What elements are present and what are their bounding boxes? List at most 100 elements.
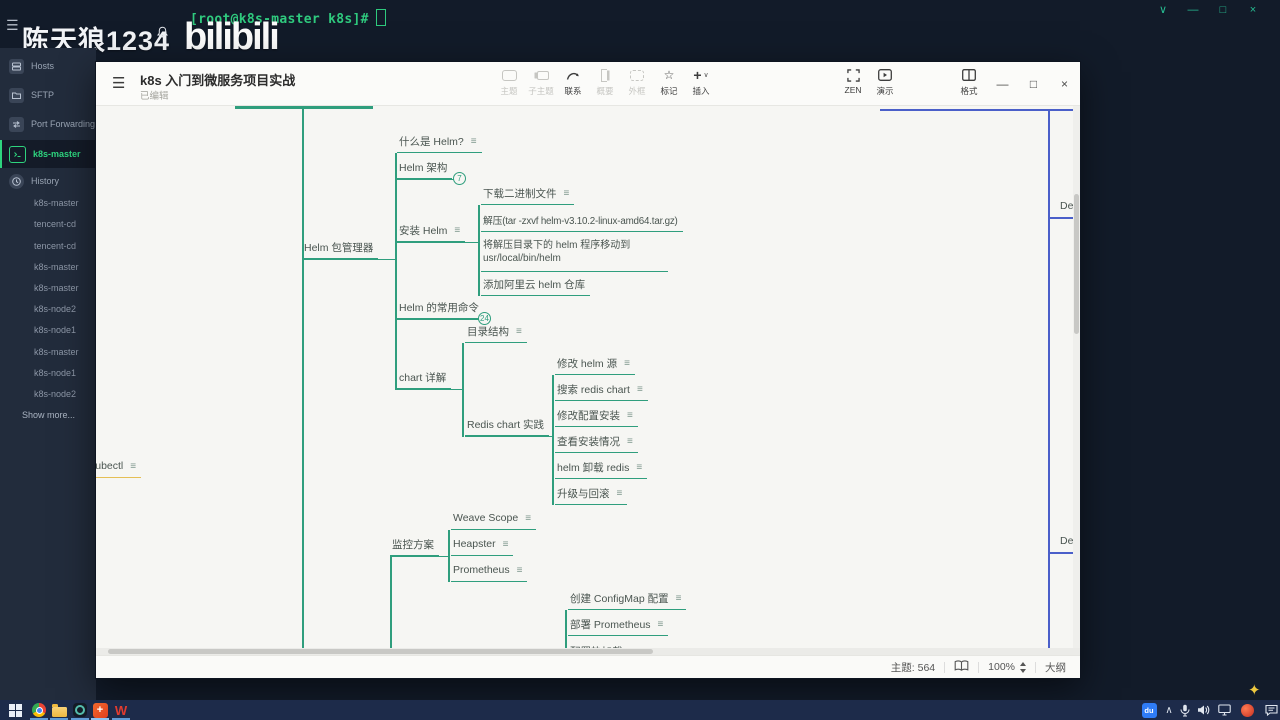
baidu-netdisk-tray-icon[interactable]: du bbox=[1140, 702, 1158, 718]
node-weave-scope[interactable]: Weave Scope≡ bbox=[451, 508, 537, 530]
notes-icon: ≡ bbox=[624, 357, 630, 369]
chrome-icon bbox=[32, 703, 46, 717]
close-button[interactable]: × bbox=[1060, 77, 1068, 91]
summary-button[interactable]: 概要 bbox=[589, 67, 621, 97]
terminal-cursor bbox=[375, 9, 386, 26]
boundary-button[interactable]: 外框 bbox=[621, 67, 653, 97]
sidebar-item-hosts[interactable]: Hosts bbox=[0, 53, 96, 79]
collapsed-count-badge[interactable]: 7 bbox=[453, 172, 466, 185]
start-button[interactable] bbox=[6, 702, 24, 718]
terminal-maximize-button[interactable]: □ bbox=[1219, 3, 1227, 16]
sparkle-icon: ✦ bbox=[1248, 682, 1261, 699]
microphone-tray-icon[interactable] bbox=[1176, 702, 1194, 718]
present-button[interactable]: 演示 bbox=[869, 67, 901, 97]
xmind-taskbar-icon[interactable]: + bbox=[91, 702, 109, 718]
marker-star-icon: ☆ bbox=[663, 68, 675, 82]
node-install-helm[interactable]: 安装 Helm≡ bbox=[397, 220, 466, 242]
connector-line bbox=[552, 375, 554, 505]
node-modify-helm-source[interactable]: 修改 helm 源≡ bbox=[555, 353, 635, 375]
node-heapster[interactable]: Heapster≡ bbox=[451, 534, 514, 556]
maximize-button[interactable]: □ bbox=[1029, 77, 1038, 91]
hosts-icon bbox=[9, 58, 24, 74]
zen-mode-button[interactable]: ZEN bbox=[837, 67, 869, 97]
format-button[interactable]: 格式 bbox=[953, 67, 985, 97]
zoom-in-icon[interactable] bbox=[1020, 661, 1026, 666]
node-common-commands[interactable]: Helm 的常用命令 bbox=[397, 297, 484, 319]
notes-icon: ≡ bbox=[616, 487, 623, 499]
terminal-app-taskbar-icon[interactable] bbox=[71, 702, 89, 718]
mindmap-canvas[interactable]: Helm 包管理器 什么是 Helm?≡ Helm 架构 7 安装 Helm≡ … bbox=[96, 106, 1080, 655]
chrome-taskbar-icon[interactable] bbox=[30, 702, 48, 718]
terminal-close-button[interactable]: × bbox=[1249, 3, 1257, 16]
history-entry[interactable]: tencent-cd bbox=[34, 219, 77, 229]
sidebar-item-sftp[interactable]: SFTP bbox=[0, 82, 96, 108]
sidebar-item-port-forwarding[interactable]: Port Forwarding bbox=[0, 111, 96, 137]
node-move-helm[interactable]: 将解压目录下的 helm 程序移动到 usr/local/bin/helm bbox=[481, 235, 668, 272]
notes-panel-icon[interactable] bbox=[954, 660, 969, 675]
topic-button[interactable]: 主题 bbox=[493, 67, 525, 97]
node-modify-config-install[interactable]: 修改配置安装≡ bbox=[555, 405, 638, 427]
node-deploy-prometheus[interactable]: 部署 Prometheus≡ bbox=[568, 614, 669, 636]
node-helm-uninstall-redis[interactable]: helm 卸载 redis≡ bbox=[555, 457, 648, 479]
history-entry[interactable]: tencent-cd bbox=[34, 241, 77, 251]
horizontal-scrollbar-thumb[interactable] bbox=[108, 649, 653, 654]
history-entry[interactable]: k8s-node2 bbox=[34, 304, 77, 314]
show-more-link[interactable]: Show more... bbox=[22, 410, 76, 420]
node-redis-chart[interactable]: Redis chart 实践 bbox=[465, 414, 550, 436]
node-extract[interactable]: 解压(tar -zxvf helm-v3.10.2-linux-amd64.ta… bbox=[481, 210, 683, 232]
node-download-binary[interactable]: 下载二进制文件≡ bbox=[481, 183, 575, 205]
history-entry[interactable]: k8s-node2 bbox=[34, 389, 77, 399]
history-entry[interactable]: k8s-master bbox=[34, 283, 79, 293]
collapsed-count-badge[interactable]: 24 bbox=[478, 312, 491, 325]
notes-icon: ≡ bbox=[502, 538, 509, 550]
menu-icon[interactable]: ☰ bbox=[112, 75, 126, 92]
horizontal-scrollbar[interactable] bbox=[96, 648, 1080, 655]
node-add-aliyun-repo[interactable]: 添加阿里云 helm 仓库 bbox=[481, 274, 591, 296]
node-create-configmap[interactable]: 创建 ConfigMap 配置≡ bbox=[568, 588, 687, 610]
insert-button[interactable]: +∨ 插入 bbox=[692, 67, 710, 96]
sidebar-item-k8s-master[interactable]: k8s-master bbox=[0, 140, 96, 168]
explorer-taskbar-icon[interactable] bbox=[50, 702, 68, 718]
marker-button[interactable]: ☆ 标记 bbox=[660, 68, 678, 96]
history-entry[interactable]: k8s-node1 bbox=[34, 325, 77, 335]
minimize-button[interactable]: — bbox=[996, 77, 1009, 91]
node-helm-arch[interactable]: Helm 架构 bbox=[397, 157, 453, 179]
zoom-out-icon[interactable] bbox=[1020, 668, 1026, 673]
history-entry[interactable]: k8s-master bbox=[34, 262, 79, 272]
node-what-is-helm[interactable]: 什么是 Helm?≡ bbox=[397, 131, 482, 153]
network-tray-icon[interactable] bbox=[1215, 702, 1233, 718]
volume-tray-icon[interactable] bbox=[1194, 702, 1212, 718]
terminal-window-controls: ∨ — □ × bbox=[1148, 1, 1268, 18]
history-entry[interactable]: k8s-master bbox=[34, 347, 79, 357]
outline-button[interactable]: 大纲 bbox=[1045, 661, 1066, 674]
node-kubectl[interactable]: kubectl≡ bbox=[96, 456, 142, 478]
history-icon bbox=[9, 173, 24, 189]
terminal-minimize-button[interactable]: — bbox=[1187, 3, 1199, 16]
zoom-stepper[interactable] bbox=[1020, 661, 1026, 673]
relationship-button[interactable]: 联系 bbox=[557, 67, 589, 97]
notification-center-icon[interactable] bbox=[1262, 702, 1280, 718]
format-toolbar: 格式 bbox=[953, 67, 985, 97]
node-chart-detail[interactable]: chart 详解 bbox=[397, 367, 452, 389]
topic-icon bbox=[501, 67, 517, 83]
node-helm-manager[interactable]: Helm 包管理器 bbox=[302, 237, 379, 259]
sidebar-menu-icon[interactable]: ☰ bbox=[6, 17, 19, 33]
node-upgrade-rollback[interactable]: 升级与回滚≡ bbox=[555, 483, 628, 505]
node-check-install[interactable]: 查看安装情况≡ bbox=[555, 431, 638, 453]
history-entry[interactable]: k8s-master bbox=[34, 198, 79, 208]
node-search-redis-chart[interactable]: 搜索 redis chart≡ bbox=[555, 379, 648, 401]
node-dir-structure[interactable]: 目录结构≡ bbox=[465, 321, 527, 343]
vertical-scrollbar-thumb[interactable] bbox=[1074, 194, 1079, 334]
subtopic-button[interactable]: 子主题 bbox=[525, 67, 557, 97]
node-prometheus[interactable]: Prometheus≡ bbox=[451, 560, 528, 582]
security-tray-icon[interactable] bbox=[1238, 702, 1256, 718]
terminal-prompt[interactable]: [root@k8s-master k8s]# bbox=[190, 9, 386, 27]
terminal-dropdown-icon[interactable]: ∨ bbox=[1158, 4, 1168, 16]
sidebar-item-history[interactable]: History bbox=[0, 168, 96, 194]
node-monitoring[interactable]: 监控方案 bbox=[390, 534, 439, 556]
vertical-scrollbar[interactable] bbox=[1073, 106, 1080, 648]
tray-expand-button[interactable]: ∧ bbox=[1165, 704, 1173, 716]
history-entry[interactable]: k8s-node1 bbox=[34, 368, 77, 378]
zen-icon bbox=[846, 67, 860, 83]
wps-taskbar-icon[interactable]: W bbox=[112, 702, 130, 718]
